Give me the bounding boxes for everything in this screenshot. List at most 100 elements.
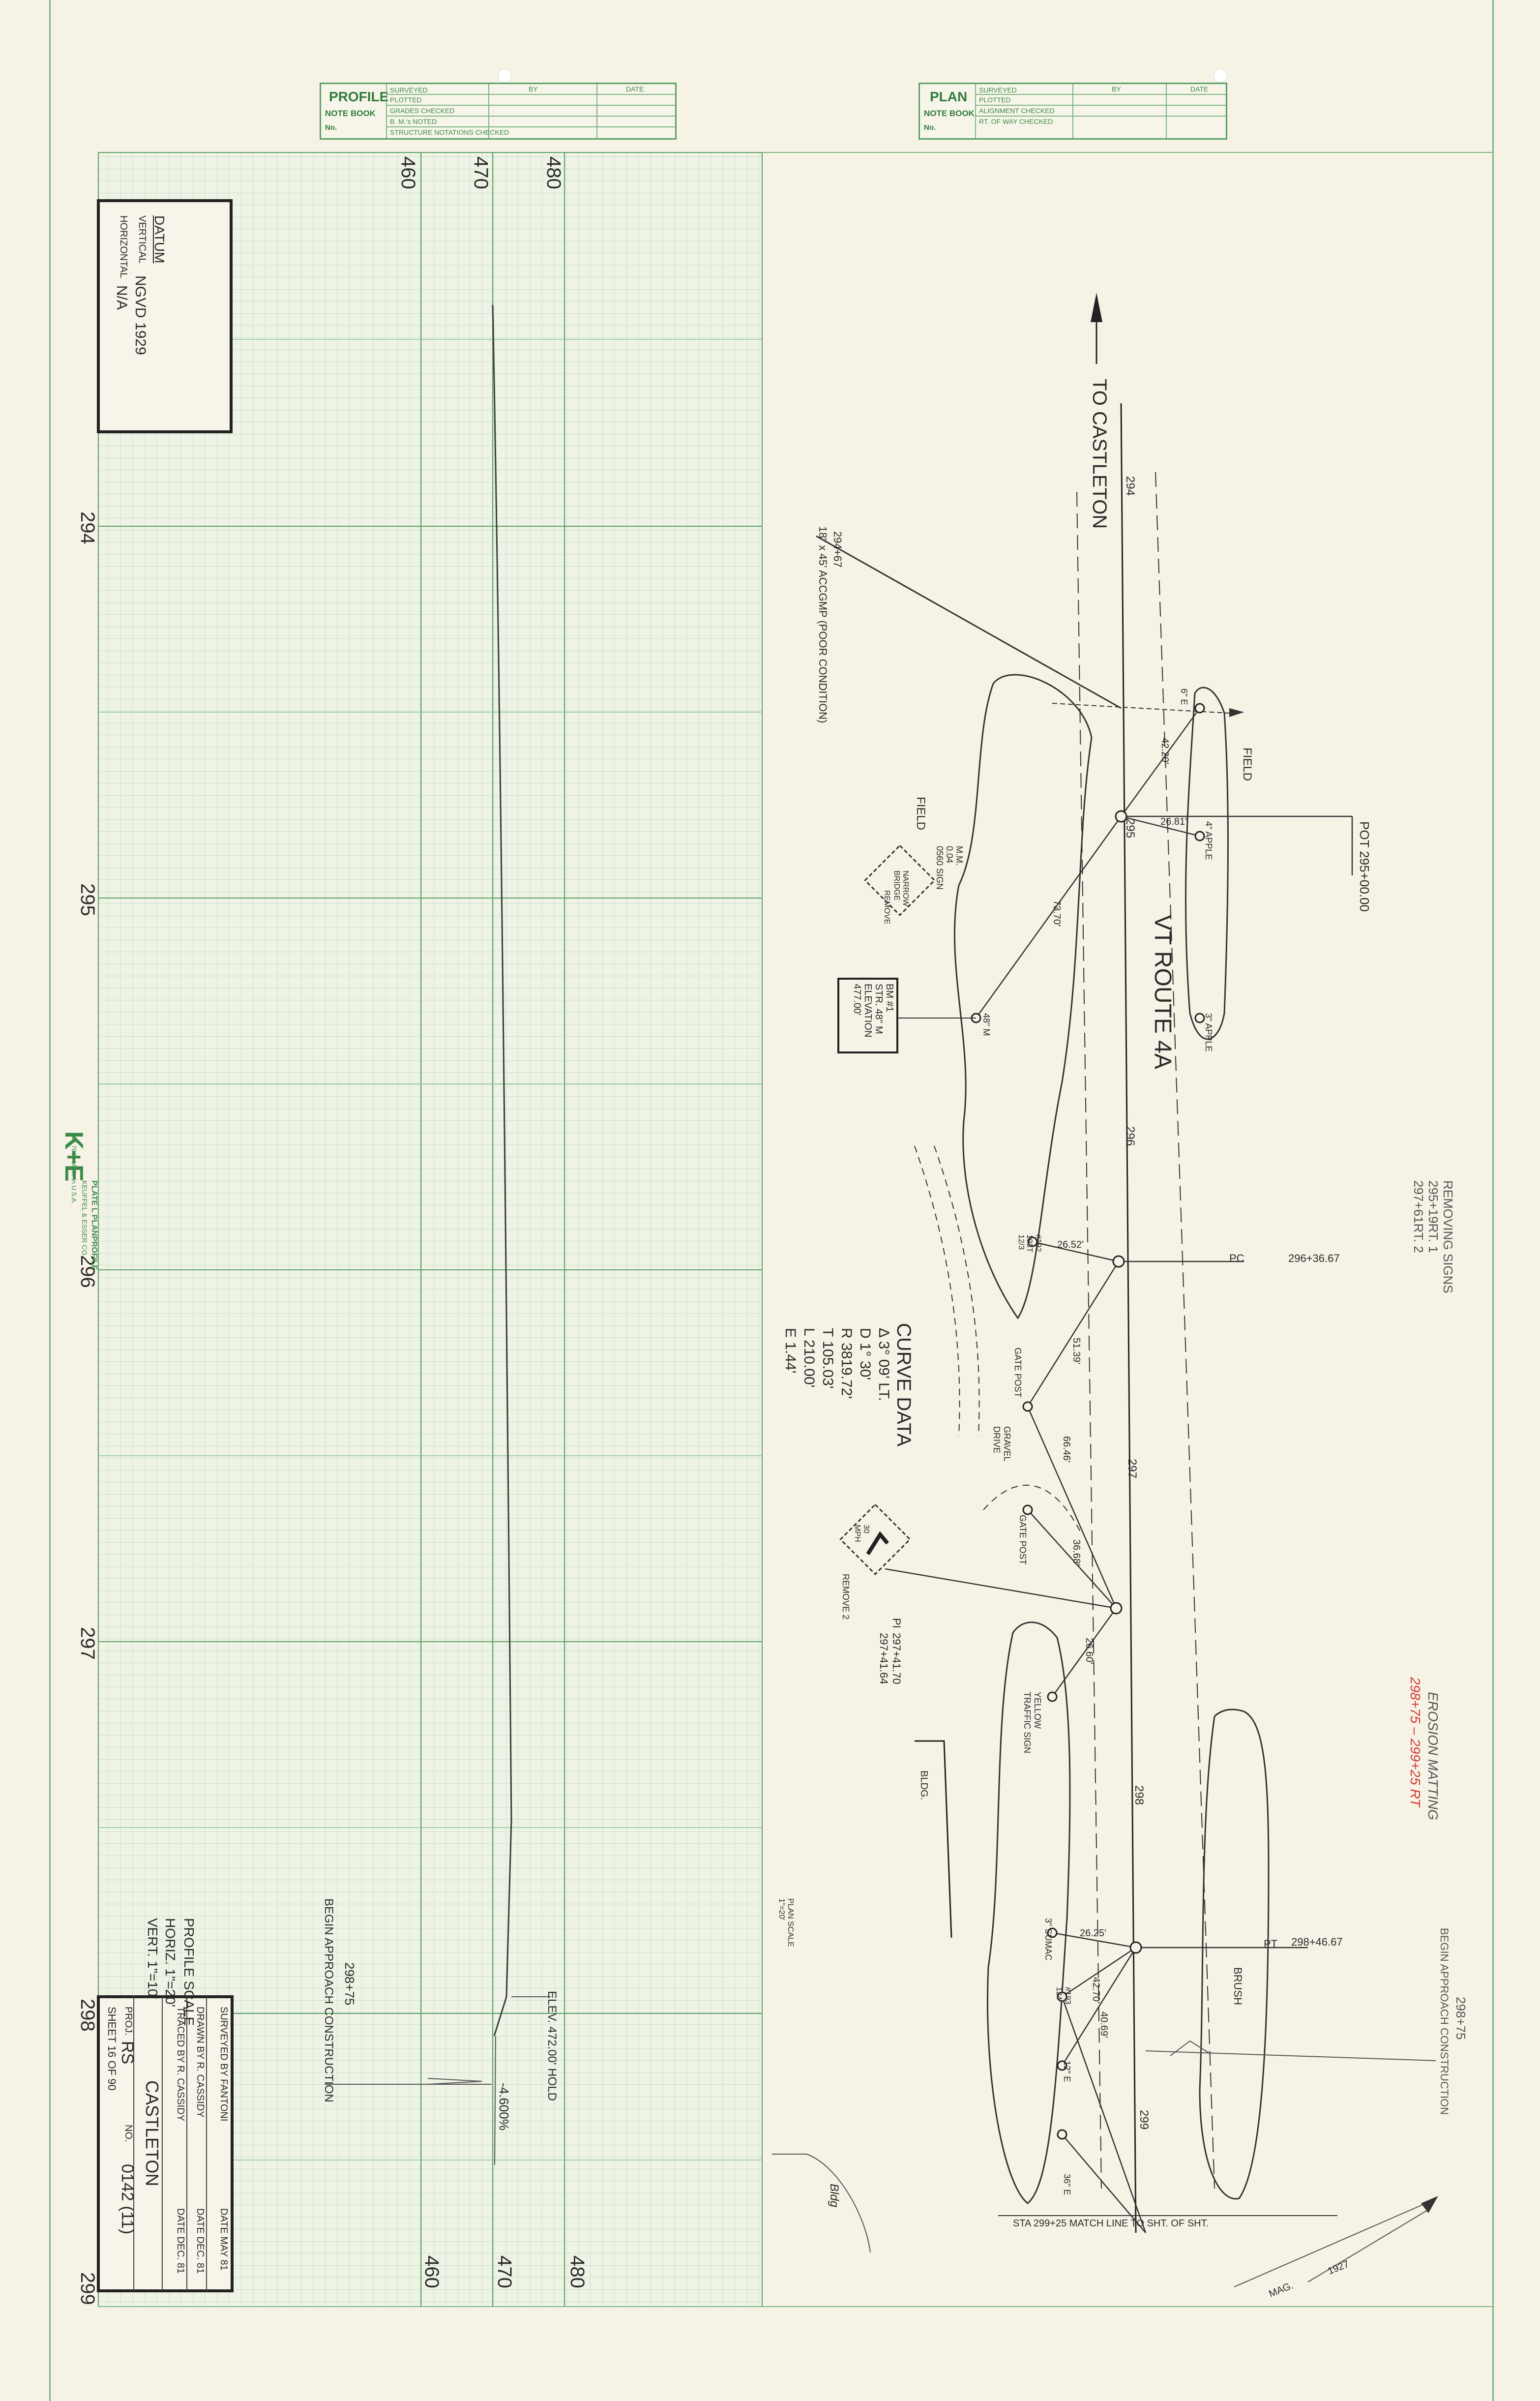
station-label: 294 — [77, 511, 98, 544]
plan-box-title: PLAN — [930, 89, 968, 104]
profile-grid-minor — [98, 152, 762, 2307]
profile-by-header: BY — [529, 85, 538, 93]
tree-line-lower-left — [986, 1621, 1071, 2204]
begin-approach-note: BEGIN APPROACH CONSTRUCTION — [1438, 1928, 1451, 2115]
distance-label: 51.39' — [1071, 1338, 1082, 1364]
pc-station: 296+36.67 — [1288, 1252, 1340, 1264]
begin-approach-station: 298+75 — [1453, 1997, 1468, 2040]
station-tick-294: 294 — [1124, 476, 1137, 496]
manufacturer-line: KEUFFEL & ESSER CO. — [81, 1180, 89, 1257]
tree-label: 36" E — [1062, 2174, 1072, 2195]
station-tick-295: 295 — [1124, 818, 1137, 839]
plan-row-label: ALIGNMENT CHECKED — [979, 107, 1055, 115]
speed-sign: 30 MPH — [853, 1525, 870, 1542]
station-tick-299: 299 — [1137, 2110, 1151, 2130]
field-label-left: FIELD — [914, 797, 927, 831]
elevation-label-top: 460 — [397, 156, 419, 189]
erosion-matting-note: EROSION MATTING — [1425, 1692, 1441, 1820]
profile-row-label: GRADES CHECKED — [390, 107, 455, 115]
manufacturer-line: PLATE L PLANPROFILE — [90, 1180, 98, 1270]
pi-stations: 297+41.70 297+41.64 — [878, 1633, 903, 1684]
profile-notebook-label: NOTE BOOK — [325, 109, 376, 118]
pt-station: 298+46.67 — [1291, 1936, 1343, 1948]
tree-label: 6" E — [1179, 689, 1189, 705]
route-centerline — [1120, 403, 1137, 2233]
curve-l: L 210.00' — [801, 1328, 817, 1388]
remove-note: REMOVE — [883, 890, 891, 925]
pi-label: PI — [890, 1618, 903, 1628]
drawn-date: DATE DEC. 81 — [195, 2208, 206, 2274]
plan-row-label: RT. OF WAY CHECKED — [979, 118, 1053, 125]
route-name: VT ROUTE 4A — [1150, 915, 1176, 1069]
curve-r: R 3819.72' — [838, 1328, 855, 1399]
proj-label: PROJ. — [123, 2007, 134, 2036]
proj-code: RS — [118, 2041, 137, 2065]
plan-row-label: SURVEYED — [979, 86, 1017, 94]
station-tick-298: 298 — [1132, 1785, 1146, 1805]
plan-notebook-label: NOTE BOOK — [924, 109, 975, 118]
culvert-station: 294+67 — [831, 531, 844, 568]
datum-vertical-value: NGVD 1929 — [132, 275, 148, 355]
curve-d: D 1° 30' — [857, 1328, 873, 1381]
profile-row-label: PLOTTED — [390, 96, 422, 104]
distance-label: 26.81' — [1160, 816, 1187, 827]
to-castleton-label: TO CASTLETON — [1089, 379, 1110, 529]
curve-e: E 1.44' — [782, 1328, 799, 1374]
tree-label: 3" SUMAC — [1043, 1918, 1053, 1961]
distance-label: 66.46' — [1061, 1436, 1072, 1463]
elevation-label-top: 480 — [543, 156, 564, 189]
station-label: 298 — [77, 1999, 98, 2032]
right-margin-line — [1492, 0, 1494, 2401]
mile-marker: M.M. 0.04 0560 SIGN — [935, 846, 964, 890]
distance-label: 42.70' — [1091, 1977, 1101, 2004]
field-label-right: FIELD — [1241, 748, 1254, 781]
plan-row-label: PLOTTED — [979, 96, 1011, 104]
curve-t: T 105.03' — [820, 1328, 836, 1389]
punch-hole — [1214, 69, 1227, 83]
station-label: 297 — [77, 1627, 98, 1660]
profile-begin-approach: BEGIN APPROACH CONSTRUCTION — [322, 1898, 335, 2102]
profile-row-label: STRUCTURE NOTATIONS CHECKED — [390, 128, 509, 136]
culvert-description: 18" x 45' ACCGMP (POOR CONDITION) — [817, 526, 829, 723]
datum-title: DATUM — [152, 215, 167, 264]
punch-hole — [498, 69, 511, 83]
surveyed-by: SURVEYED BY FANTONI — [218, 2007, 229, 2122]
pot-station: POT 295+00.00 — [1357, 821, 1372, 912]
distance-label: 73.70' — [1051, 900, 1062, 927]
pole-label: #192 193T 12/3 — [1016, 1234, 1042, 1253]
profile-notebook-box: PROFILE NOTE BOOK No. BY DATE SURVEYED P… — [320, 83, 677, 140]
bench-mark: BM #1 STR. 48" M ELEVATION 477.00' — [852, 984, 895, 1038]
profile-row-label: B. M.'s NOTED — [390, 118, 437, 125]
pc-label: PC — [1229, 1252, 1244, 1264]
manufacturer-line: 46 7093 Made in U.S.A. — [70, 1136, 78, 1204]
gate-post-label: GATE POST — [1018, 1515, 1028, 1565]
elevation-label-top: 470 — [470, 156, 492, 189]
datum-box-frame — [97, 199, 233, 433]
tree-label: 48" M — [981, 1013, 991, 1036]
distance-label: 40.69' — [1098, 2011, 1109, 2038]
gravel-drive-label: GRAVEL DRIVE — [992, 1426, 1012, 1462]
distance-label: 36.68' — [1071, 1539, 1082, 1566]
distance-label: 42.20' — [1159, 738, 1170, 764]
plan-scale: PLAN SCALE 1"=20' — [777, 1898, 795, 1947]
match-line-label: STA 299+25 MATCH LINE TO SHT. OF SHT. — [1013, 2218, 1209, 2229]
profile-scale-horiz: HORIZ. 1"=20' — [163, 1918, 178, 2008]
distance-label: 26.60' — [1084, 1638, 1095, 1664]
pt-label: PT — [1264, 1938, 1278, 1950]
tree-label: 4" APPLE — [1204, 821, 1214, 860]
profile-grade-line — [492, 304, 512, 2037]
distance-label: 26.52' — [1057, 1239, 1084, 1250]
pole-label: #193 124 — [1055, 1987, 1072, 2005]
left-margin-line — [49, 0, 51, 2401]
station-tick-297: 297 — [1125, 1459, 1139, 1479]
station-label: 299 — [77, 2272, 98, 2305]
curve-delta: Δ 3° 09' LT. — [876, 1328, 892, 1401]
tree-label: 12" E — [1062, 2061, 1072, 2082]
plan-notebook-box: PLAN NOTE BOOK No. BY DATE SURVEYED PLOT… — [918, 83, 1227, 140]
profile-grade: -4.600% — [497, 2083, 511, 2131]
traced-by: TRACED BY R. CASSIDY — [175, 2007, 186, 2122]
profile-box-title: PROFILE — [329, 89, 389, 104]
profile-scale-vert: VERT. 1"=10' — [145, 1918, 160, 1999]
